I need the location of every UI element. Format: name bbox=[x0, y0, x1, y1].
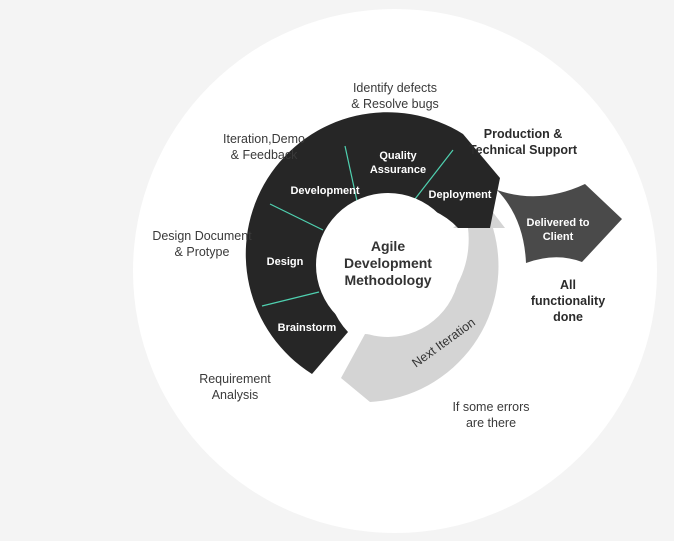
segment-design: Design bbox=[267, 256, 304, 268]
label-identify-defects: Identify defects & Resolve bugs bbox=[351, 81, 439, 111]
label-all-functionality: All functionality done bbox=[530, 278, 606, 324]
delivered-arrow bbox=[497, 184, 622, 263]
segment-quality-line1: Quality bbox=[379, 150, 417, 162]
divider-development-quality bbox=[344, 145, 358, 202]
label-design-document: Design Document & Protype bbox=[152, 229, 252, 259]
label-production-support: Production & Technical Support bbox=[468, 127, 578, 157]
phase-ring bbox=[245, 112, 500, 375]
label-some-errors: If some errors are there bbox=[452, 400, 530, 430]
segment-quality-line2: Assurance bbox=[370, 164, 426, 176]
delivered-line2: Client bbox=[543, 231, 574, 243]
segment-brainstorm: Brainstorm bbox=[278, 322, 337, 334]
label-requirement-analysis: Requirement Analysis bbox=[199, 372, 271, 402]
label-iteration-demo: Iteration,Demo & Feedback bbox=[223, 132, 305, 162]
segment-development: Development bbox=[290, 185, 359, 197]
divider-brainstorm-design bbox=[261, 291, 320, 307]
divider-design-development bbox=[269, 203, 324, 231]
center-line3: Methodology bbox=[344, 272, 431, 288]
delivered-line1: Delivered to bbox=[527, 217, 590, 229]
center-line2: Development bbox=[344, 255, 432, 271]
divider-quality-deployment bbox=[414, 149, 454, 200]
segment-deployment: Deployment bbox=[429, 189, 492, 201]
center-circle bbox=[316, 193, 460, 337]
center-line1: Agile bbox=[371, 238, 405, 254]
next-iteration-arrow bbox=[341, 202, 505, 402]
